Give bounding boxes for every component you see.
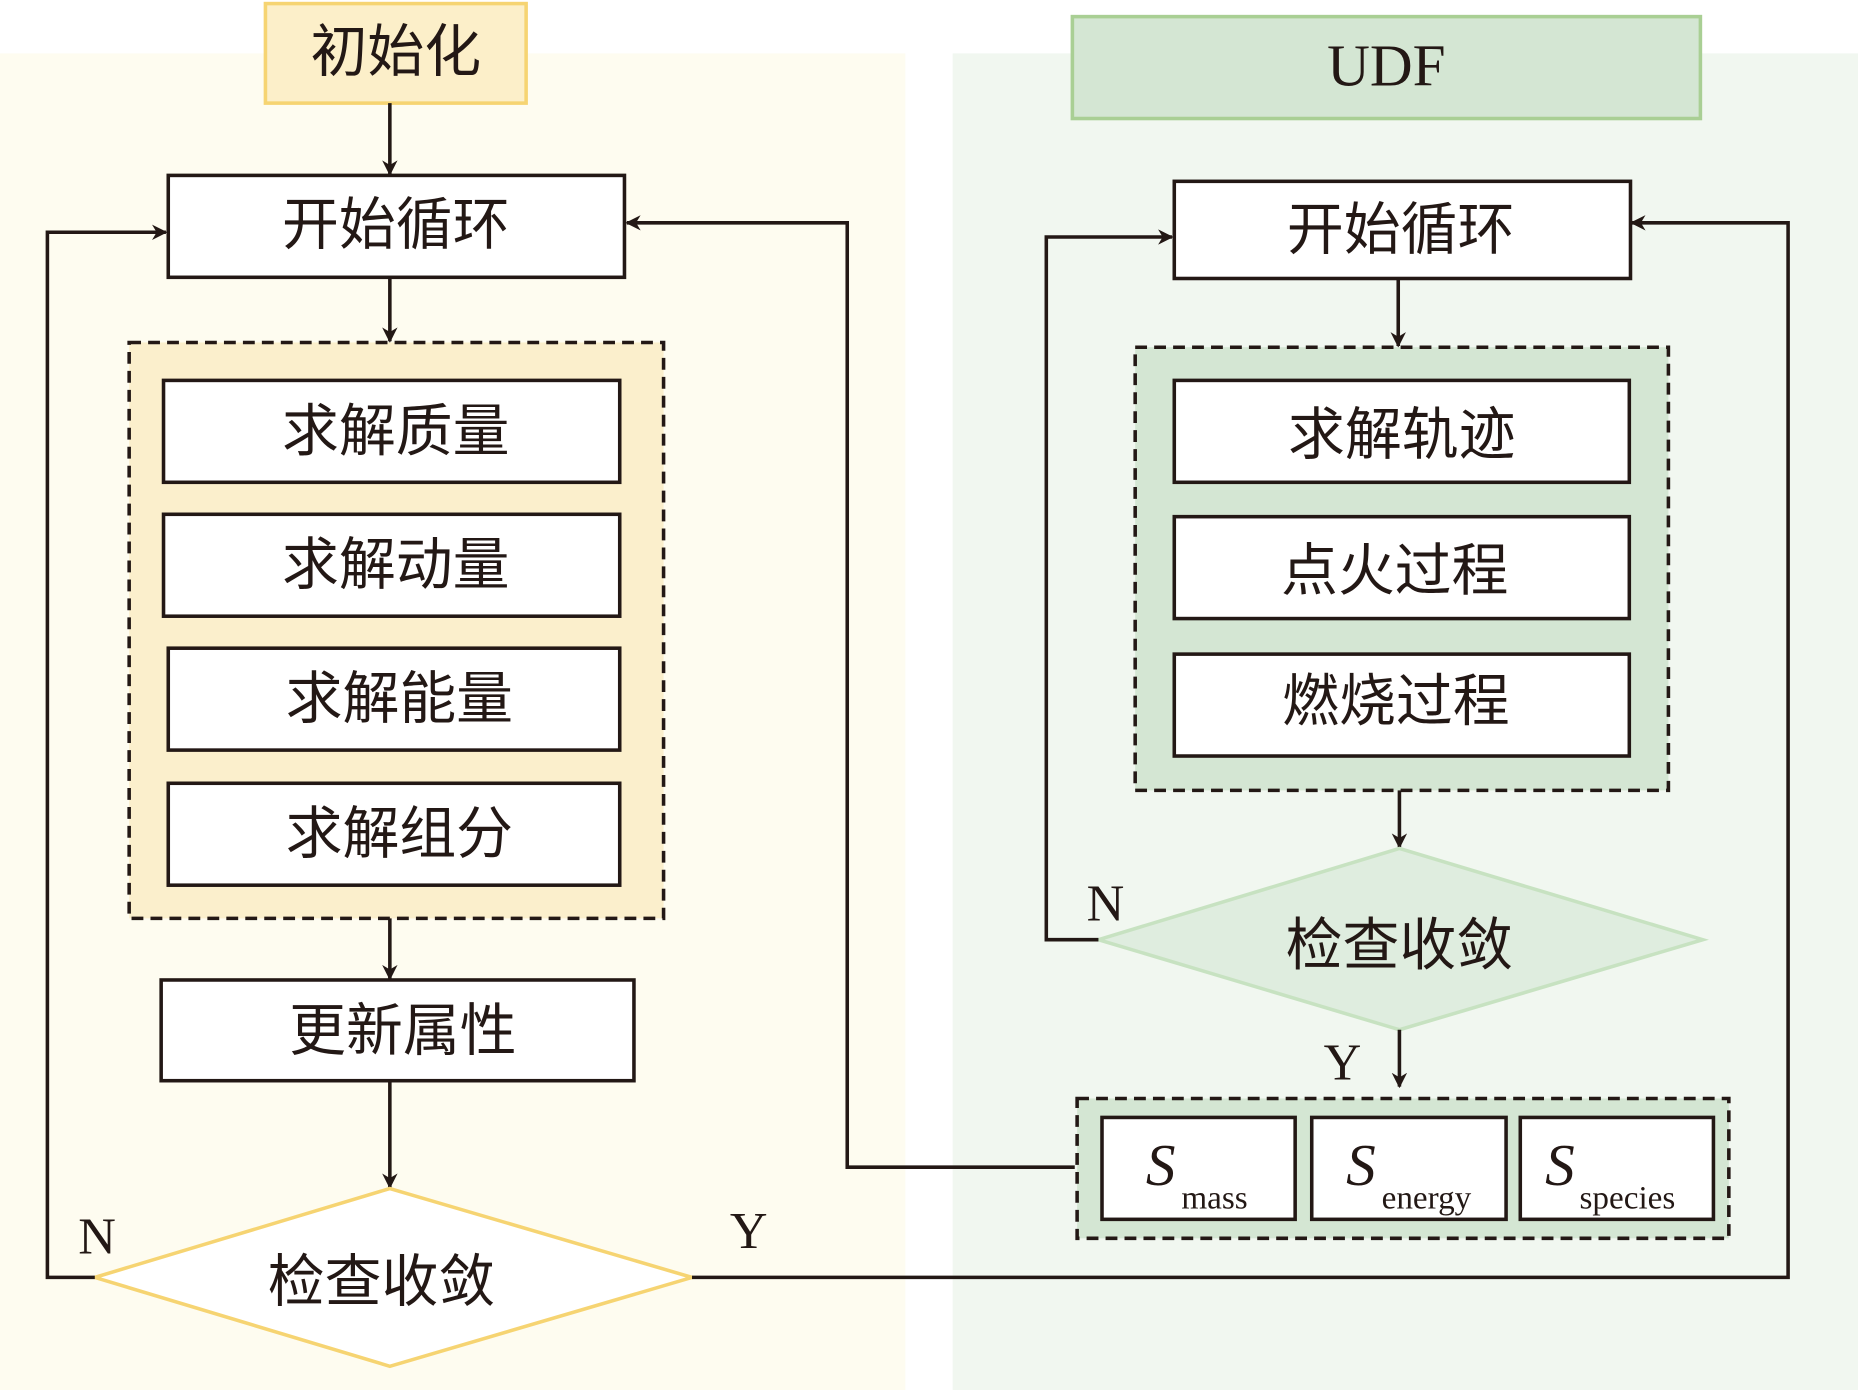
solve-trajectory-box: 求解轨迹 <box>1172 378 1632 485</box>
source-energy-subscript: energy <box>1382 1180 1472 1217</box>
right-no-loop-connector <box>1044 229 1174 942</box>
solve-energy-box: 求解能量 <box>166 646 622 752</box>
source-mass-symbol: S <box>1146 1132 1176 1198</box>
solve-trajectory-label: 求解轨迹 <box>1288 402 1515 468</box>
left-solve-group: 求解质量 求解动量 求解能量 求解组分 <box>127 340 666 921</box>
svg-text:S: S <box>1346 1132 1376 1198</box>
source-mass-box: S mass <box>1100 1115 1297 1222</box>
source-energy-symbol: S <box>1346 1132 1376 1198</box>
right-no-label: N <box>1087 876 1125 933</box>
right-yes-label: Y <box>1324 1035 1362 1092</box>
right-check-label: 检查收敛 <box>1286 913 1513 979</box>
left-yes-label: Y <box>730 1203 768 1260</box>
left-check-label: 检查收敛 <box>268 1249 495 1315</box>
left-start-loop-label: 开始循环 <box>282 192 509 258</box>
right-start-loop-label: 开始循环 <box>1287 197 1514 263</box>
left-yes-to-udf-connector <box>692 215 1790 1280</box>
source-terms-group: S mass S energy S species <box>1075 1096 1731 1241</box>
solve-species-box: 求解组分 <box>166 781 622 887</box>
source-species-box: S species <box>1518 1115 1716 1222</box>
left-header: 初始化 <box>263 1 528 105</box>
solve-mass-box: 求解质量 <box>161 378 622 485</box>
svg-text:S: S <box>1545 1132 1575 1198</box>
ignition-process-box: 点火过程 <box>1172 514 1632 621</box>
solve-mass-label: 求解质量 <box>282 398 509 464</box>
sources-to-left-loop-connector <box>625 215 1075 1169</box>
left-no-loop-connector <box>45 224 168 1280</box>
right-start-loop-box: 开始循环 <box>1172 179 1633 281</box>
combustion-process-box: 燃烧过程 <box>1172 652 1632 758</box>
update-properties-label: 更新属性 <box>289 998 516 1064</box>
svg-text:S: S <box>1146 1132 1176 1198</box>
solve-energy-label: 求解能量 <box>286 666 513 732</box>
left-check-diamond: 检查收敛 <box>88 1186 699 1369</box>
left-no-label: N <box>78 1209 116 1266</box>
ignition-process-label: 点火过程 <box>1281 538 1508 604</box>
source-energy-box: S energy <box>1309 1115 1508 1222</box>
solve-species-label: 求解组分 <box>286 801 513 867</box>
combustion-process-label: 燃烧过程 <box>1282 668 1509 734</box>
right-header: UDF <box>1070 14 1703 121</box>
solve-momentum-box: 求解动量 <box>161 512 622 618</box>
update-properties-box: 更新属性 <box>159 978 636 1083</box>
left-header-label: 初始化 <box>310 19 481 85</box>
right-check-diamond: 检查收敛 <box>1092 846 1709 1032</box>
source-mass-subscript: mass <box>1181 1180 1247 1217</box>
right-header-label: UDF <box>1327 32 1446 98</box>
left-start-loop-box: 开始循环 <box>166 173 627 280</box>
right-steps-group: 求解轨迹 点火过程 燃烧过程 <box>1133 345 1671 793</box>
source-species-subscript: species <box>1580 1180 1676 1217</box>
solve-momentum-label: 求解动量 <box>282 532 509 598</box>
source-species-symbol: S <box>1545 1132 1575 1198</box>
